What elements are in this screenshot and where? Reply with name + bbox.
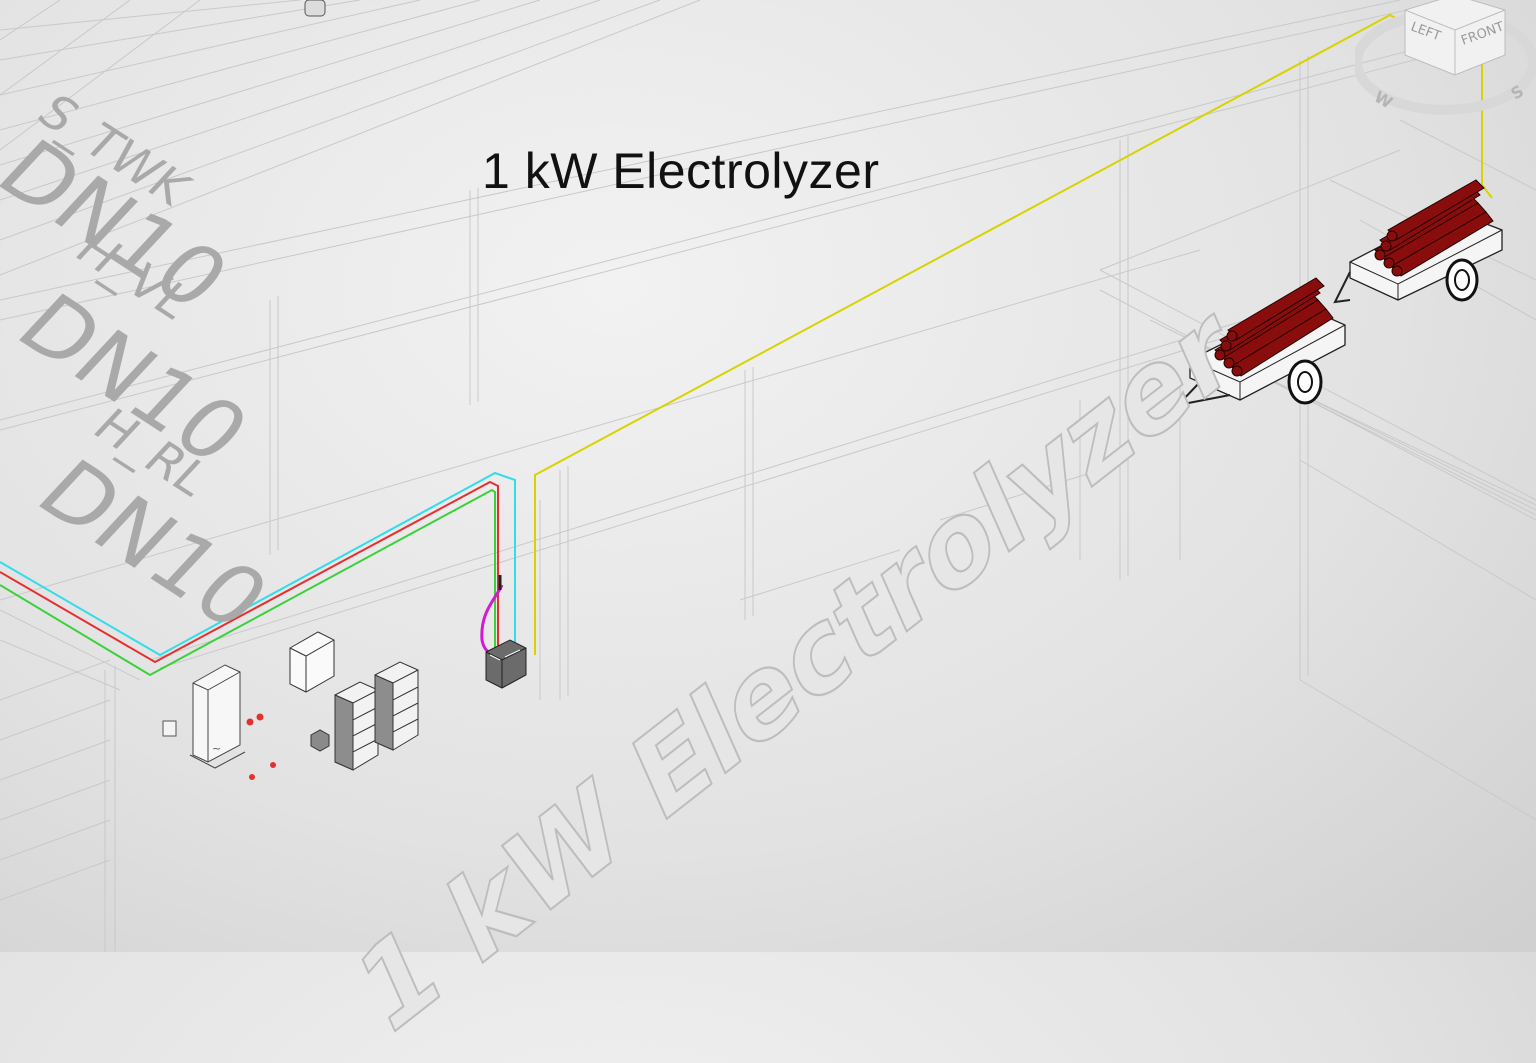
return-pipe[interactable] — [0, 488, 496, 677]
svg-text:~: ~ — [212, 742, 221, 755]
junction-box[interactable] — [310, 729, 330, 752]
trailer-back[interactable] — [1333, 179, 1503, 304]
trailer-front[interactable] — [1175, 277, 1346, 407]
gas-cylinders-front[interactable] — [1214, 277, 1334, 377]
small-box[interactable] — [162, 720, 177, 737]
supply-pipe[interactable] — [0, 480, 499, 664]
viewcube[interactable]: LEFT FRONT W S — [1352, 0, 1536, 125]
top-tank[interactable] — [304, 0, 326, 17]
inverter-cabinet[interactable]: ~ — [189, 664, 246, 769]
model-wireframe: ~ — [0, 0, 1536, 952]
electrolyzer-unit[interactable] — [485, 639, 527, 689]
battery-stack-2[interactable] — [374, 661, 419, 751]
page-title: 1 kW Electrolyzer — [482, 143, 880, 199]
cold-water-pipe[interactable] — [0, 471, 516, 660]
wall-unit[interactable] — [289, 631, 335, 693]
gas-cylinders-back[interactable] — [1374, 179, 1494, 277]
valves[interactable] — [246, 713, 277, 781]
building-wireframe — [0, 0, 1536, 952]
battery-stack-1[interactable] — [334, 681, 379, 771]
